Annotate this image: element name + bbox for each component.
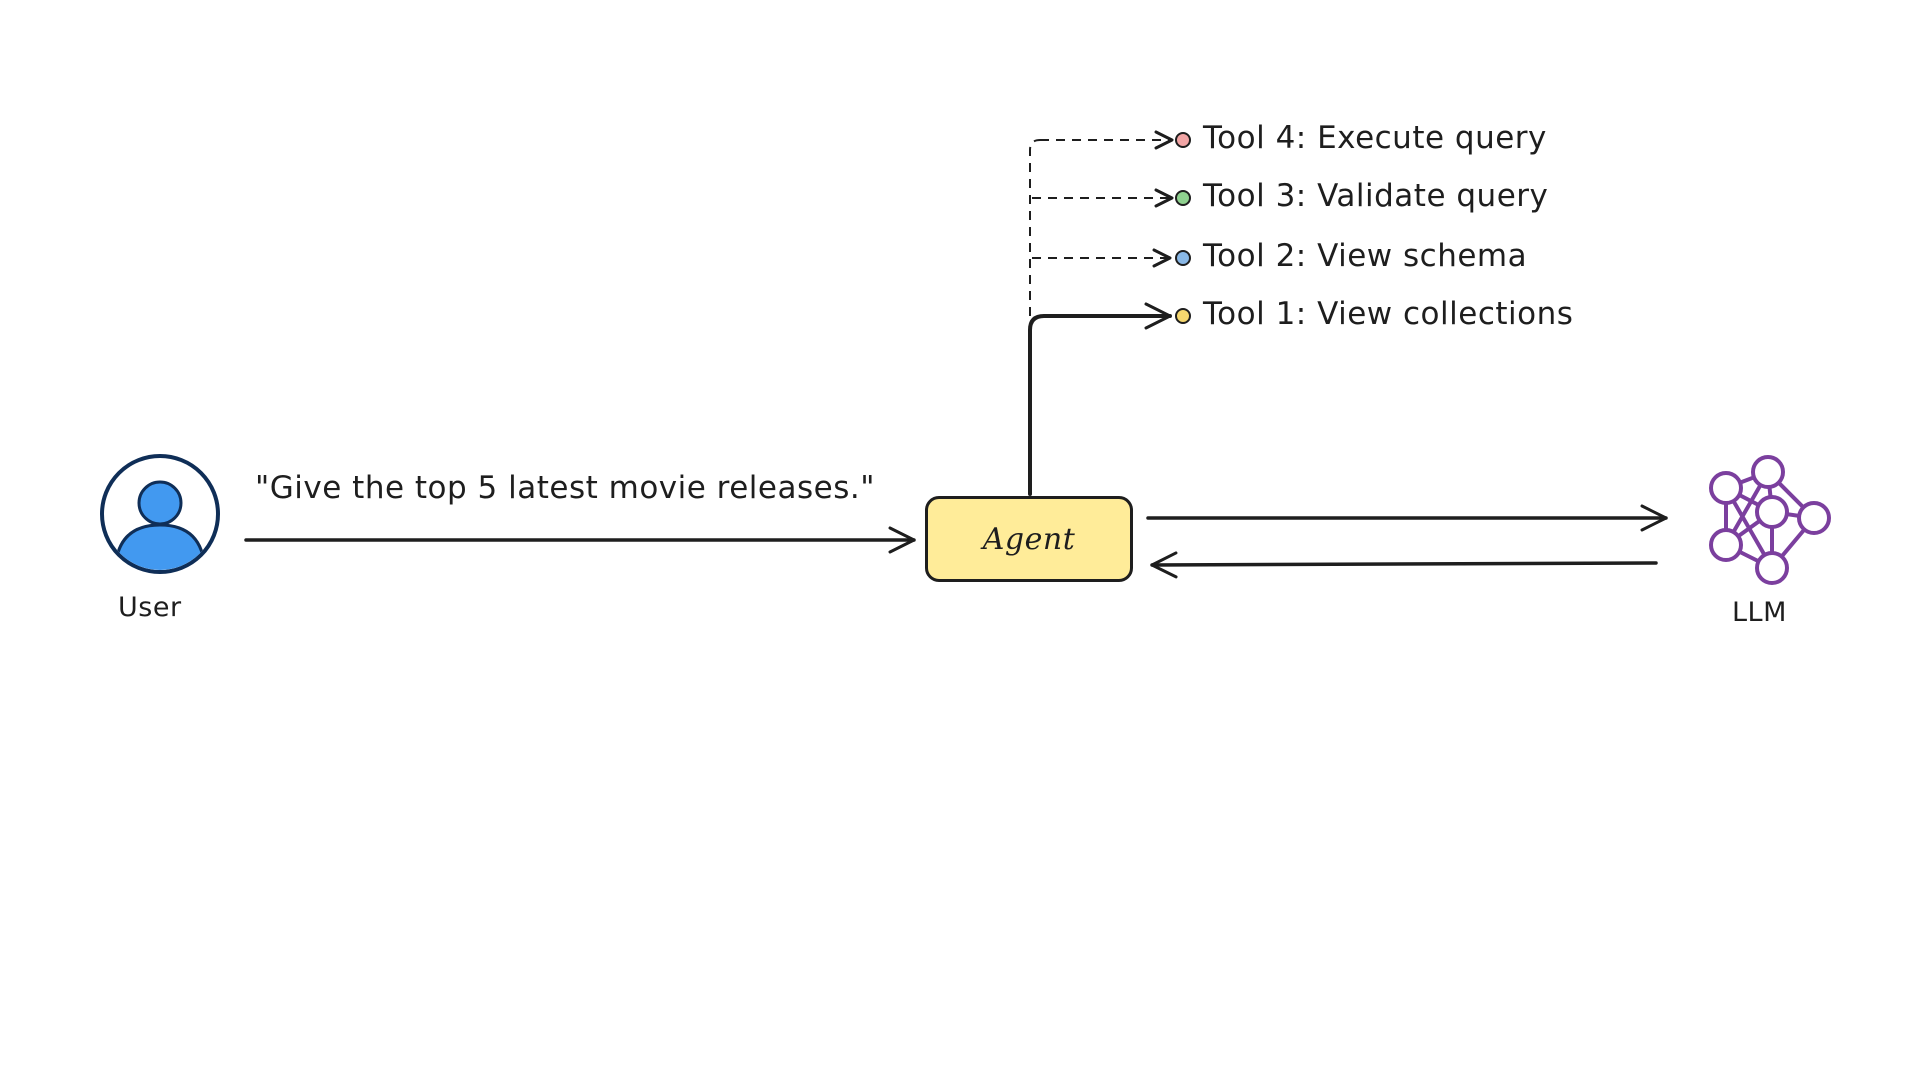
llm-label: LLM (1732, 597, 1787, 628)
user-query-text: "Give the top 5 latest movie releases." (255, 470, 875, 506)
neural-network-icon (1709, 455, 1831, 585)
llm-to-agent-arrow (1150, 551, 1658, 579)
tool-3-label: Tool 3: Validate query (1203, 178, 1549, 214)
agent-node: Agent (925, 496, 1133, 582)
tool-4-dot (1175, 132, 1191, 148)
tool-trunk-solid (1028, 302, 1172, 496)
tool-trunk-dashed (1029, 139, 1041, 316)
user-label: User (118, 592, 182, 623)
user-icon (100, 454, 220, 574)
tool-3-dot (1175, 190, 1191, 206)
tool-2-label: Tool 2: View schema (1203, 238, 1528, 274)
tool-1-label: Tool 1: View collections (1203, 296, 1574, 332)
agent-label: Agent (982, 521, 1076, 557)
tool-2-dot (1175, 250, 1191, 266)
tool-4-label: Tool 4: Execute query (1203, 120, 1547, 156)
tool-1-dot (1175, 308, 1191, 324)
